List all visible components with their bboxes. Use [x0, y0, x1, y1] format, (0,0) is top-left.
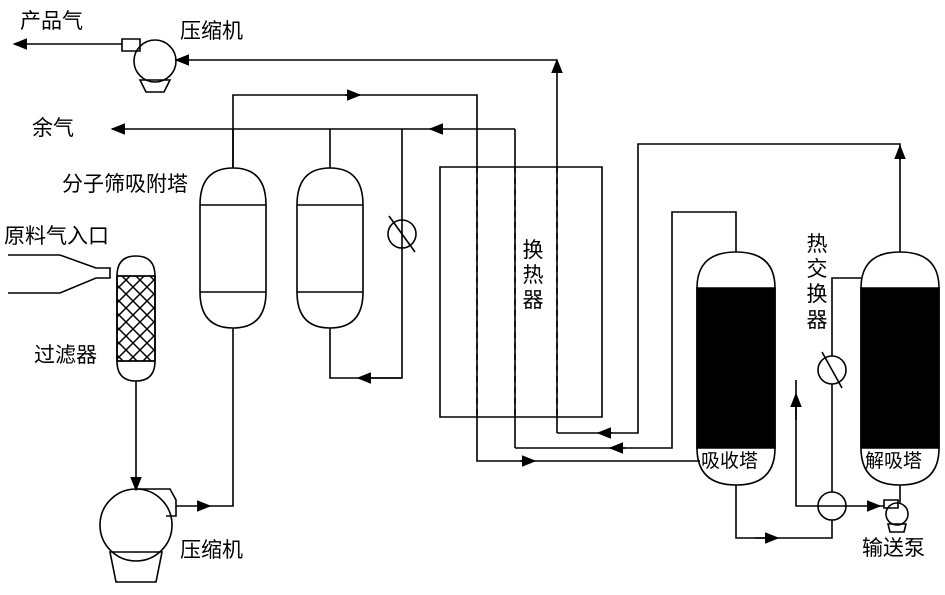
- main-heat-exchanger: [440, 167, 602, 417]
- label-feed-inlet: 原料气入口: [4, 224, 109, 248]
- label-residual-gas: 余气: [32, 116, 74, 140]
- label-mol-sieve: 分子筛吸附塔: [62, 172, 188, 196]
- label-heat-exchanger-small: 热交换器: [806, 232, 828, 332]
- regen-heater: [388, 216, 416, 252]
- feed-inlet-nozzle: [8, 255, 110, 293]
- label-pump: 输送泵: [862, 536, 925, 560]
- absorber-tower: [697, 252, 775, 485]
- label-compressor-bottom: 压缩机: [180, 538, 243, 562]
- label-filter: 过滤器: [34, 343, 97, 367]
- filter-vessel: [117, 256, 155, 381]
- upper-small-exchanger: [818, 352, 846, 388]
- label-compressor-top: 压缩机: [180, 19, 243, 43]
- label-desorber: 解吸塔: [865, 450, 923, 472]
- label-absorber: 吸收塔: [701, 450, 759, 472]
- mol-sieve-tower-1: [200, 168, 266, 328]
- desorber-tower: [861, 252, 939, 485]
- label-heat-exchanger: 换热器: [522, 238, 544, 313]
- label-product-gas: 产品气: [20, 9, 83, 33]
- top-compressor: [122, 39, 176, 92]
- bottom-small-exchanger: [818, 492, 846, 520]
- bottom-compressor: [100, 489, 176, 582]
- regen-gas-line: [233, 95, 700, 461]
- mol-sieve-tower-2: [297, 168, 363, 328]
- transfer-pump: [884, 500, 908, 532]
